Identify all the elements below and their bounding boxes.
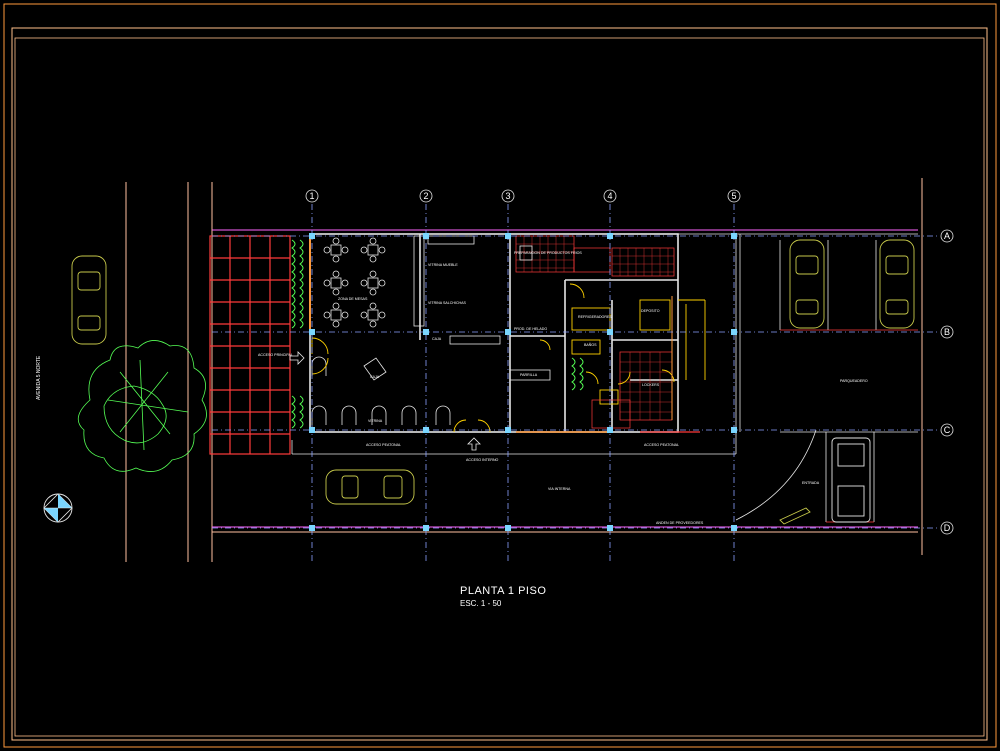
car-icon-parking-1 [789,239,825,329]
lockers-label: LOCKERS [642,383,660,387]
product-prep-label: PROD. DE HELADO [514,327,547,331]
grid-row-a: A [944,231,950,241]
side-access-label: ACCESO PEATONAL [366,443,401,447]
grid-col-2: 2 [423,191,428,201]
planters [291,239,584,429]
drawing-scale: ESC. 1 - 50 [460,599,502,608]
cashier-label: CAJA [432,337,442,341]
grid-row-b: B [944,327,950,337]
display-bar-label: VITRINA [368,419,383,423]
kitchen-label: PREPARACION DE PRODUCTOS FRIOS [514,251,582,255]
north-arrow-icon [43,493,73,523]
entry-access-label: ACCESO INTERNO [466,458,499,462]
internal-road-label: VIA INTERNA [548,487,571,491]
walkways [291,233,918,523]
tree-icon [77,340,207,472]
street-lines [125,178,923,562]
grid-row-c: C [944,425,951,435]
service-access-label: ACCESO PEATONAL [644,443,679,447]
sheet-border [3,3,997,748]
motorcycle-icon [779,507,811,525]
grid-col-3: 3 [505,191,510,201]
grid-col-4: 4 [607,191,612,201]
grid-col-5: 5 [731,191,736,201]
entrance-plaza [209,235,291,455]
delivery-label: ANDEN DE PROVEEDORES [656,521,704,525]
grill-label: PARRILLA [520,373,538,377]
dining-tables [323,237,387,381]
car-icon-street [71,255,107,345]
grid-columns-marks [309,233,737,531]
office-label: DEPOSITO [641,309,660,313]
doors [309,236,675,433]
deli-case-label: VITRINA SALCHICHAS [428,301,467,305]
car-icon-parking-2 [879,239,915,329]
cash-desk-label: CAJA [370,375,380,379]
street-label: AVENIDA 5 NORTE [36,355,42,400]
table-zone-label: ZONA DE MESAS [338,297,368,301]
grid-col-1: 1 [309,191,314,201]
car-icon-delivery [831,437,871,523]
building-walls-secondary [571,299,706,405]
access-arrows [289,351,481,451]
display-case-label: VITRINA MUEBLE [428,263,458,267]
grid-lines [212,204,938,562]
grid-row-d: D [944,523,951,533]
car-icon-road [325,469,415,505]
toilets-label: BAÑOS [584,342,597,347]
building-walls [309,233,679,433]
drawing-title: PLANTA 1 PISO [460,585,546,597]
refrigerators-label: REFRIGERADORES [578,315,612,319]
grid-bubbles [305,189,954,535]
main-access-label: ACCESO PRINCIPAL [258,353,293,357]
entry-label: ENTRADA [802,481,820,485]
parking-label: PARQUEADERO [840,379,868,383]
